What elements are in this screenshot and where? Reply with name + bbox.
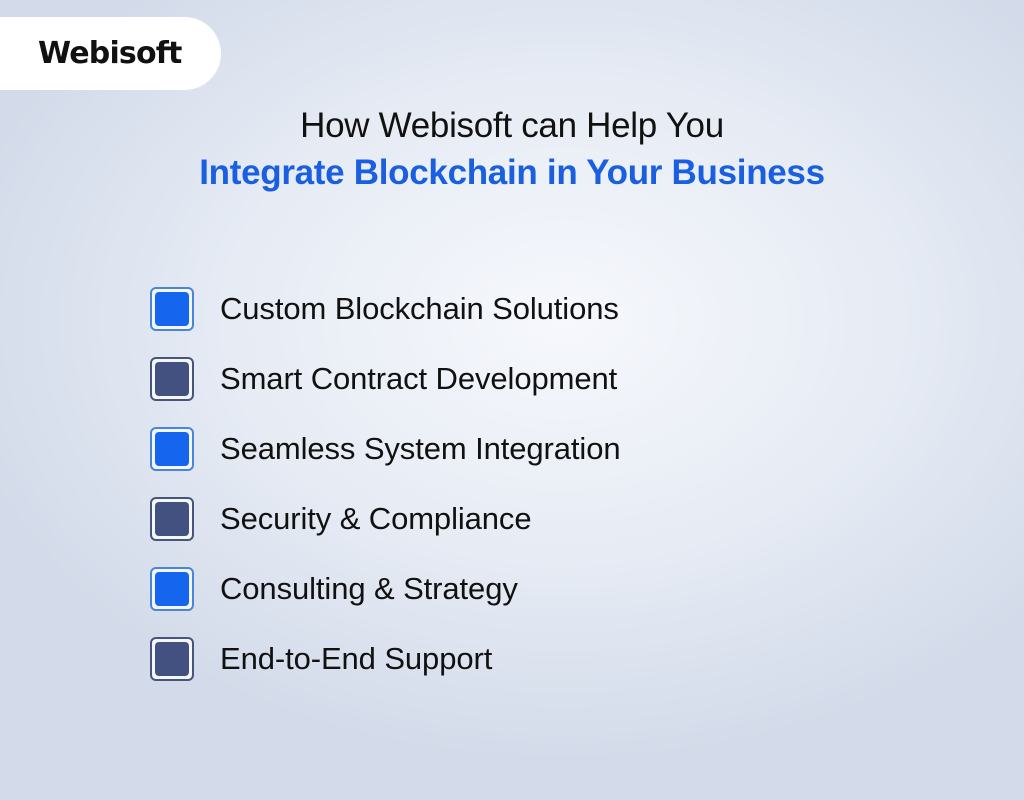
list-item: Consulting & Strategy xyxy=(150,554,620,624)
list-item-label: Smart Contract Development xyxy=(220,361,618,396)
square-bullet-icon xyxy=(150,357,194,401)
list-item: Smart Contract Development xyxy=(150,344,620,414)
square-bullet-icon xyxy=(150,567,194,611)
logo-badge: Webisoft xyxy=(0,17,221,90)
services-list: Custom Blockchain Solutions Smart Contra… xyxy=(150,274,621,694)
list-item-label: Consulting & Strategy xyxy=(220,571,518,606)
square-bullet-icon xyxy=(150,427,194,471)
heading-line-2: Integrate Blockchain in Your Business xyxy=(199,153,825,192)
list-item-label: Security & Compliance xyxy=(220,501,532,536)
page-heading: How Webisoft can Help You Integrate Bloc… xyxy=(0,104,1024,198)
square-bullet-icon xyxy=(150,497,194,541)
list-item: Security & Compliance xyxy=(150,484,620,554)
list-item: Seamless System Integration xyxy=(150,414,621,484)
square-bullet-icon xyxy=(150,637,194,681)
list-item: Custom Blockchain Solutions xyxy=(150,274,620,344)
logo-text: Webisoft xyxy=(38,36,182,71)
list-item-label: Custom Blockchain Solutions xyxy=(220,291,619,326)
square-bullet-icon xyxy=(150,287,194,331)
list-item-label: Seamless System Integration xyxy=(220,431,621,466)
list-item: End-to-End Support xyxy=(150,624,620,694)
heading-line-1: How Webisoft can Help You xyxy=(300,106,724,145)
list-item-label: End-to-End Support xyxy=(220,641,493,676)
